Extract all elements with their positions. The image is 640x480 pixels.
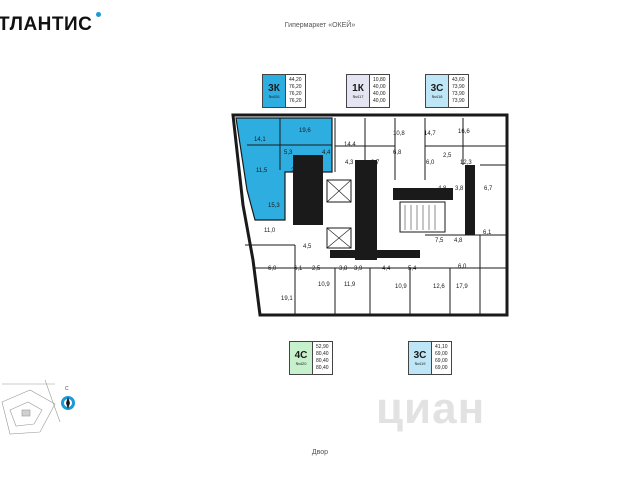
room-area-label: 2,5 [312, 266, 321, 272]
stairwell [399, 201, 446, 233]
compass-icon [61, 396, 75, 410]
room-area-label: 4,3 [345, 160, 354, 166]
room-area-label: 10,8 [393, 131, 405, 137]
legend-value: 80,40 [316, 358, 329, 364]
legend-4c[interactable]: 4С №420 52,90 80,40 80,40 80,40 [289, 341, 333, 375]
room-area-label: 14,4 [344, 142, 356, 148]
compass-mark: С [65, 386, 69, 392]
room-area-label: 2,3 [291, 168, 300, 174]
site-minimap [1, 379, 61, 435]
room-area-label: 4,5 [303, 244, 312, 250]
legend-value: 10,80 [373, 77, 386, 83]
legend-num: №419 [414, 361, 426, 366]
room-area-label: 5,4 [408, 266, 417, 272]
apartment-3k-blue[interactable] [235, 117, 333, 221]
room-area-label: 4,8 [438, 186, 447, 192]
room-area-label: 11,9 [344, 282, 356, 288]
legend-value: 41,10 [435, 344, 448, 350]
legend-code: 4С [294, 350, 308, 361]
legend-value: 76,20 [289, 91, 302, 97]
core-wall [393, 188, 453, 200]
room-area-label: 10,9 [395, 284, 407, 290]
legend-code: 3С [413, 350, 427, 361]
legend-value: 40,00 [373, 84, 386, 90]
legend-value: 73,90 [452, 91, 465, 97]
legend-code: 1К [352, 83, 364, 94]
street-label-top: Гипермаркет «ОКЕЙ» [284, 22, 356, 29]
room-area-label: 14,7 [424, 131, 436, 137]
room-area-label: 4,8 [454, 238, 463, 244]
room-area-label: 4,4 [382, 266, 391, 272]
legend-3k[interactable]: 3К №426 44,20 76,20 76,20 76,20 [262, 74, 306, 108]
cian-watermark: циан [376, 384, 486, 433]
room-area-label: 4,4 [322, 150, 331, 156]
room-area-label: 19,6 [299, 128, 311, 134]
core-wall [330, 250, 420, 258]
room-area-label: 14,1 [254, 137, 266, 143]
room-area-label: 7,5 [435, 238, 444, 244]
room-area-label: 16,6 [458, 129, 470, 135]
core-wall [465, 165, 475, 235]
room-area-label: 17,9 [456, 284, 468, 290]
legend-num: №426 [268, 94, 280, 99]
room-area-label: 6,7 [484, 186, 493, 192]
room-area-label: 3,8 [339, 266, 348, 272]
legend-value: 76,20 [289, 98, 302, 104]
legend-value: 43,60 [452, 77, 465, 83]
legend-value: 44,20 [289, 77, 302, 83]
room-area-label: 3,8 [455, 186, 464, 192]
legend-value: 80,40 [316, 365, 329, 371]
room-area-label: 4,7 [311, 158, 320, 164]
legend-1k[interactable]: 1К №417 10,80 40,00 40,00 40,00 [346, 74, 390, 108]
brand-logo: ТЛАНТИС [0, 14, 93, 35]
legend-code: 3К [268, 83, 280, 94]
legend-value: 40,00 [373, 98, 386, 104]
room-area-label: 11,0 [264, 228, 276, 234]
legend-3c-bottom[interactable]: 3С №419 41,10 69,00 69,00 69,00 [408, 341, 452, 375]
room-area-label: 11,5 [256, 168, 268, 174]
room-area-label: 6,0 [426, 160, 435, 166]
room-area-label: 15,3 [268, 203, 280, 209]
room-area-label: 6,0 [268, 266, 277, 272]
floor-plan [231, 113, 509, 317]
legend-value: 73,90 [452, 84, 465, 90]
room-area-label: 6,8 [393, 150, 402, 156]
legend-3c-top[interactable]: 3С №418 43,60 73,90 73,90 73,90 [425, 74, 469, 108]
legend-code: 3С [430, 83, 444, 94]
room-area-label: 10,9 [318, 282, 330, 288]
legend-value: 69,00 [435, 365, 448, 371]
street-label-bottom: Двор [311, 449, 329, 456]
room-area-label: 3,7 [371, 160, 380, 166]
room-area-label: 12,3 [460, 160, 472, 166]
legend-value: 73,90 [452, 98, 465, 104]
legend-num: №420 [295, 361, 307, 366]
core-wall [355, 160, 377, 260]
room-area-label: 6,1 [483, 230, 492, 236]
room-area-label: 5,3 [284, 150, 293, 156]
legend-value: 52,90 [316, 344, 329, 350]
room-area-label: 3,9 [354, 266, 363, 272]
legend-value: 76,20 [289, 84, 302, 90]
core-wall [293, 155, 323, 225]
room-area-label: 6,1 [294, 266, 303, 272]
legend-num: №417 [352, 94, 364, 99]
logo-dot [96, 12, 101, 17]
room-area-label: 12,6 [433, 284, 445, 290]
legend-value: 40,00 [373, 91, 386, 97]
legend-value: 80,40 [316, 351, 329, 357]
room-area-label: 6,0 [458, 264, 467, 270]
legend-value: 69,00 [435, 351, 448, 357]
room-area-label: 19,1 [281, 296, 293, 302]
room-area-label: 2,5 [443, 153, 452, 159]
legend-num: №418 [431, 94, 443, 99]
legend-value: 69,00 [435, 358, 448, 364]
